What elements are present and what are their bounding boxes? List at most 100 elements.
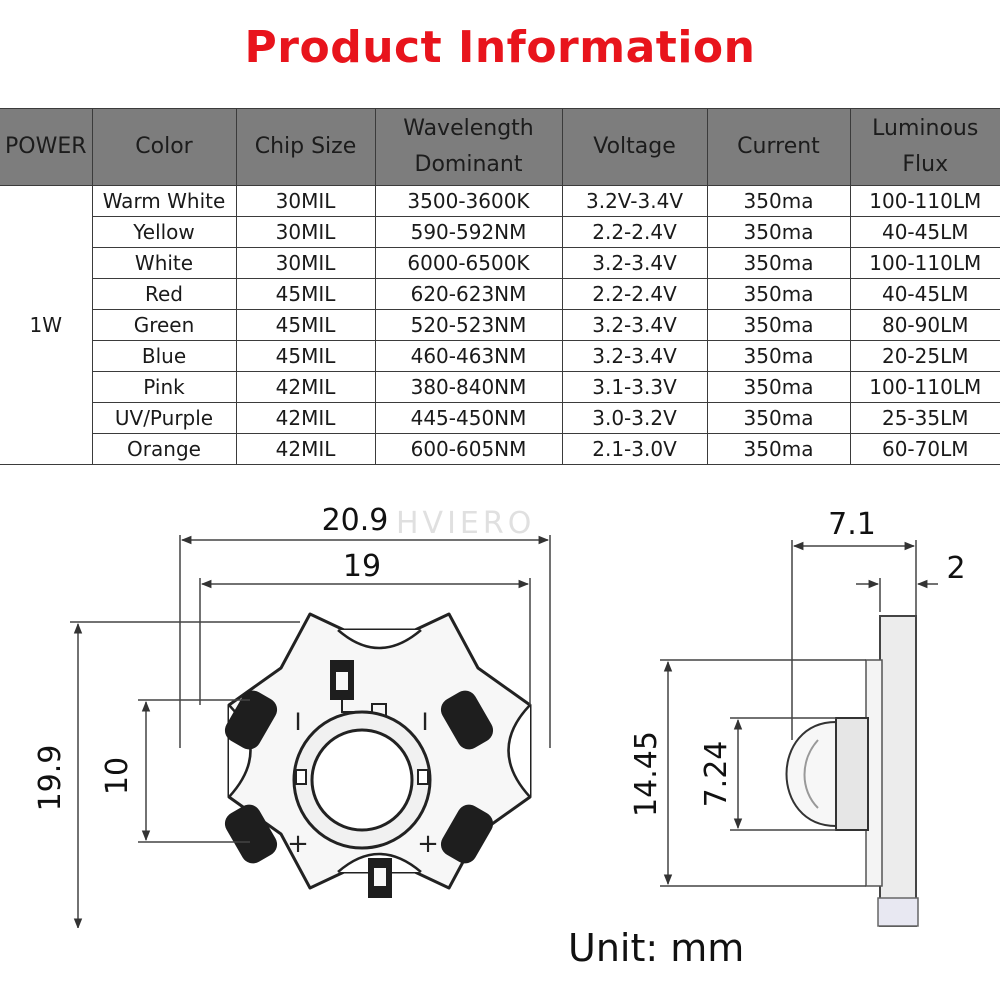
- cell-current: 350ma: [706, 216, 851, 248]
- unit-label: Unit: mm: [568, 926, 745, 970]
- side-terminal: [877, 897, 919, 927]
- header-wavelength-line2: Dominant: [414, 152, 523, 177]
- cell-color: White: [91, 247, 237, 279]
- polarity-plus-right: +: [417, 829, 439, 859]
- cell-voltage: 3.2V-3.4V: [561, 185, 708, 217]
- cell-voltage: 3.2-3.4V: [561, 309, 708, 341]
- header-power: POWER: [0, 108, 93, 186]
- cell-color: Red: [91, 278, 237, 310]
- cell-flux: 40-45LM: [849, 216, 1000, 248]
- dim-base-thickness: 2: [946, 551, 965, 586]
- cell-flux: 60-70LM: [849, 433, 1000, 465]
- cell-flux: 25-35LM: [849, 402, 1000, 434]
- cell-color: Warm White: [91, 185, 237, 217]
- cell-chip: 45MIL: [235, 278, 376, 310]
- cell-wavelength: 6000-6500K: [374, 247, 563, 279]
- cell-current: 350ma: [706, 402, 851, 434]
- cell-color: UV/Purple: [91, 402, 237, 434]
- side-base-plate: [879, 615, 917, 927]
- solder-pad: [440, 804, 494, 864]
- cell-color: Pink: [91, 371, 237, 403]
- cell-voltage: 2.2-2.4V: [561, 216, 708, 248]
- table-row: Blue 45MIL 460-463NM 3.2-3.4V 350ma 20-2…: [0, 340, 1000, 372]
- cell-voltage: 2.1-3.0V: [561, 433, 708, 465]
- cell-wavelength: 380-840NM: [374, 371, 563, 403]
- star-notch: [337, 629, 422, 650]
- terminal-bottom-window: [374, 868, 386, 886]
- cell-current: 350ma: [706, 185, 851, 217]
- header-wavelength-line1: Wavelength: [403, 116, 534, 141]
- side-housing: [835, 717, 869, 831]
- cell-flux: 40-45LM: [849, 278, 1000, 310]
- cell-current: 350ma: [706, 340, 851, 372]
- dim-outer-height: 19.9: [33, 745, 68, 812]
- header-current: Current: [706, 108, 851, 186]
- dim-inner-width: 19: [343, 549, 381, 584]
- cell-voltage: 3.1-3.3V: [561, 371, 708, 403]
- cell-voltage: 2.2-2.4V: [561, 278, 708, 310]
- side-dimension-lines: [660, 540, 938, 887]
- solder-pad: [224, 690, 278, 750]
- cell-chip: 42MIL: [235, 402, 376, 434]
- cell-color: Yellow: [91, 216, 237, 248]
- side-lens-dome: [785, 720, 837, 828]
- cell-current: 350ma: [706, 433, 851, 465]
- cell-flux: 80-90LM: [849, 309, 1000, 341]
- header-luminous-line1: Luminous: [872, 116, 979, 141]
- star-notch: [507, 704, 531, 798]
- dim-side-depth: 7.1: [828, 507, 876, 542]
- solder-pad: [224, 804, 278, 864]
- brand-watermark: HVIERO: [396, 506, 536, 541]
- cell-wavelength: 445-450NM: [374, 402, 563, 434]
- power-cell: 1W: [0, 185, 93, 465]
- cell-voltage: 3.2-3.4V: [561, 247, 708, 279]
- table-row: 1W Warm White 30MIL 3500-3600K 3.2V-3.4V…: [0, 185, 1000, 465]
- cell-color: Orange: [91, 433, 237, 465]
- dim-lens-height: 7.24: [699, 741, 734, 808]
- dim-side-height: 14.45: [629, 731, 664, 817]
- table-row: Green 45MIL 520-523NM 3.2-3.4V 350ma 80-…: [0, 309, 1000, 341]
- lens-tab: [295, 769, 307, 785]
- cell-current: 350ma: [706, 371, 851, 403]
- header-luminous-line2: Flux: [902, 152, 949, 177]
- cell-chip: 30MIL: [235, 185, 376, 217]
- cell-chip: 30MIL: [235, 216, 376, 248]
- table-row: UV/Purple 42MIL 445-450NM 3.0-3.2V 350ma…: [0, 402, 1000, 434]
- table-row: Yellow 30MIL 590-592NM 2.2-2.4V 350ma 40…: [0, 216, 1000, 248]
- cell-chip: 45MIL: [235, 340, 376, 372]
- cell-current: 350ma: [706, 247, 851, 279]
- led-star-front-view: I I + +: [224, 612, 532, 898]
- polarity-plus-left: +: [287, 829, 309, 859]
- led-side-view: [785, 615, 919, 927]
- cell-wavelength: 590-592NM: [374, 216, 563, 248]
- led-lens: [310, 728, 414, 832]
- polarity-minus-left: I: [294, 708, 301, 736]
- cell-current: 350ma: [706, 309, 851, 341]
- cell-chip: 30MIL: [235, 247, 376, 279]
- table-body: 1W Warm White 30MIL 3500-3600K 3.2V-3.4V…: [0, 185, 1000, 465]
- cell-wavelength: 460-463NM: [374, 340, 563, 372]
- cell-wavelength: 520-523NM: [374, 309, 563, 341]
- cell-flux: 100-110LM: [849, 371, 1000, 403]
- lens-tab: [417, 769, 429, 785]
- cell-wavelength: 3500-3600K: [374, 185, 563, 217]
- terminal-top-window: [336, 672, 348, 690]
- cell-current: 350ma: [706, 278, 851, 310]
- table-row: Pink 42MIL 380-840NM 3.1-3.3V 350ma 100-…: [0, 371, 1000, 403]
- cell-flux: 100-110LM: [849, 247, 1000, 279]
- cell-color: Green: [91, 309, 237, 341]
- header-color: Color: [91, 108, 237, 186]
- cell-wavelength: 620-623NM: [374, 278, 563, 310]
- page-title: Product Information: [244, 22, 756, 73]
- cell-flux: 100-110LM: [849, 185, 1000, 217]
- polarity-minus-right: I: [421, 708, 428, 736]
- cell-flux: 20-25LM: [849, 340, 1000, 372]
- cell-chip: 45MIL: [235, 309, 376, 341]
- front-dimension-lines: [70, 535, 551, 928]
- cell-wavelength: 600-605NM: [374, 433, 563, 465]
- cell-color: Blue: [91, 340, 237, 372]
